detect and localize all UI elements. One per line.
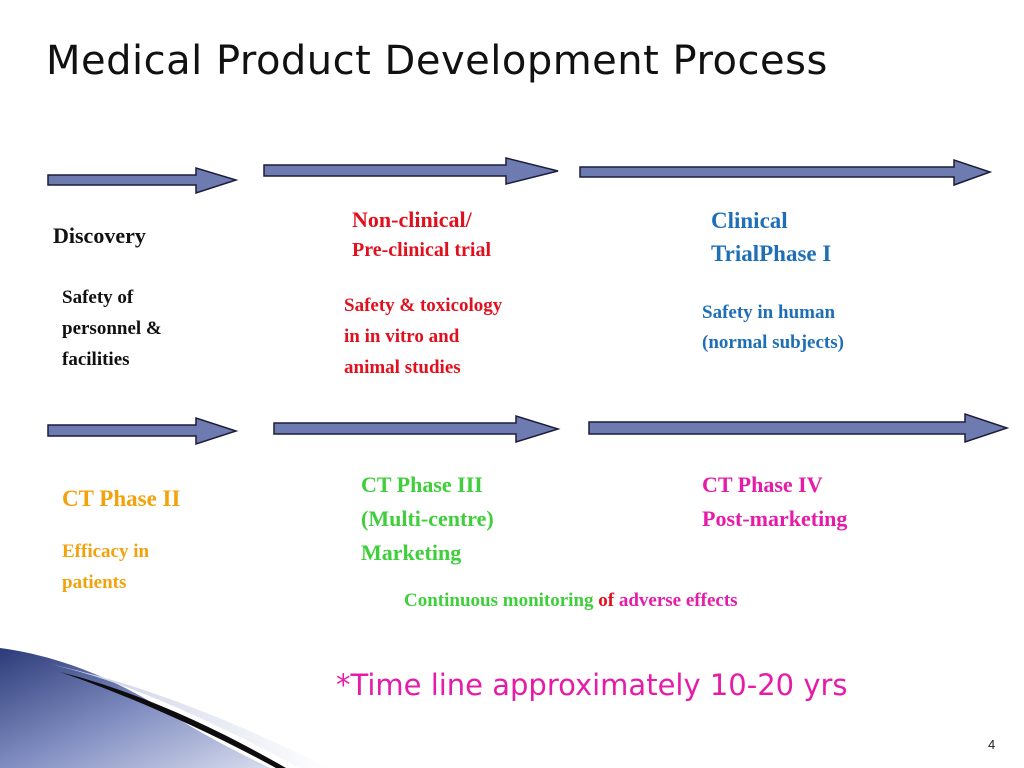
nonclinical-subtitle: Pre-clinical trial <box>352 239 492 261</box>
ct-phase2-desc-line: patients <box>62 572 127 593</box>
arrow-ct-phase2 <box>47 416 239 446</box>
ct-phase2-desc-line: Efficacy in <box>62 541 150 562</box>
arrow-ct-phase3 <box>273 414 561 444</box>
ct-phase3-title-line: CT Phase III <box>361 472 483 497</box>
nonclinical-desc-line: Safety & toxicology <box>344 295 503 316</box>
discovery-desc-line: facilities <box>62 349 130 370</box>
ct-phase2-description: Efficacy in patients <box>62 536 222 598</box>
ct-phase4-label: CT Phase IV Post-marketing <box>702 468 922 536</box>
nonclinical-desc-line: in in vitro and <box>344 326 460 347</box>
arrow-clinical-phase1 <box>579 158 993 187</box>
clinical-phase1-desc-line: (normal subjects) <box>702 332 844 353</box>
discovery-description: Safety of personnel & facilities <box>62 282 232 375</box>
slide-title: Medical Product Development Process <box>46 38 828 84</box>
arrow-nonclinical <box>263 157 559 185</box>
nonclinical-description: Safety & toxicology in in vitro and anim… <box>344 290 574 383</box>
ct-phase4-title-line: CT Phase IV <box>702 472 823 497</box>
page-number: 4 <box>988 737 996 752</box>
discovery-desc-line: Safety of <box>62 287 134 308</box>
timeline-note: *Time line approximately 10-20 yrs <box>336 668 848 702</box>
clinical-phase1-desc-line: Safety in human <box>702 302 836 323</box>
nonclinical-desc-line: animal studies <box>344 357 461 378</box>
monitoring-note: Continuous monitoring of adverse effects <box>404 589 738 614</box>
ct-phase2-label: CT Phase II <box>62 486 181 511</box>
discovery-desc-line: personnel & <box>62 318 162 339</box>
monitoring-part-2: of <box>598 590 615 611</box>
corner-decoration <box>0 648 330 768</box>
monitoring-part-3: adverse effects <box>618 590 738 611</box>
nonclinical-label: Non-clinical/ Pre-clinical trial <box>352 204 491 266</box>
ct-phase4-title-line: Post-marketing <box>702 506 848 531</box>
clinical-phase1-label: Clinical TrialPhase I <box>711 204 881 270</box>
ct-phase3-title-line: Marketing <box>361 540 462 565</box>
ct-phase3-title-line: (Multi-centre) <box>361 506 494 531</box>
discovery-label: Discovery <box>53 223 146 248</box>
clinical-phase1-title-line: TrialPhase I <box>711 241 832 266</box>
clinical-phase1-title-line: Clinical <box>711 208 788 233</box>
nonclinical-title: Non-clinical/ <box>352 207 472 232</box>
ct-phase3-label: CT Phase III (Multi-centre) Marketing <box>361 468 581 570</box>
arrow-ct-phase4 <box>588 412 1010 444</box>
monitoring-part-1: Continuous monitoring <box>404 590 594 611</box>
clinical-phase1-description: Safety in human (normal subjects) <box>702 298 922 358</box>
arrow-discovery <box>47 166 239 195</box>
